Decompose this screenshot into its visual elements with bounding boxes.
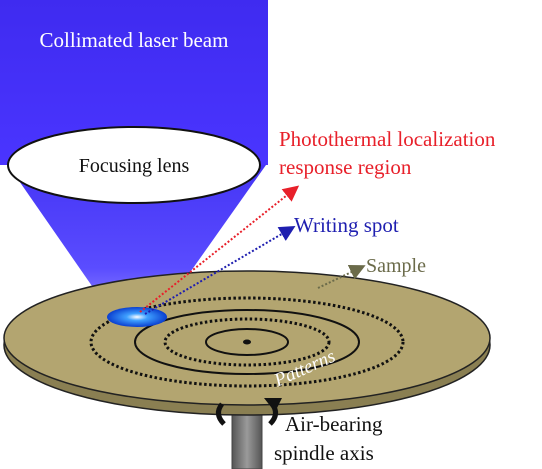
writing-spot-label: Writing spot bbox=[294, 213, 399, 237]
sample-disk: Patterns bbox=[3, 270, 491, 416]
sample-pointer bbox=[317, 264, 366, 289]
focusing-lens bbox=[7, 126, 261, 204]
sample-label: Sample bbox=[366, 255, 426, 277]
spindle-label-line2: spindle axis bbox=[274, 441, 374, 465]
focused-beam-cone bbox=[8, 165, 266, 312]
center-hole bbox=[243, 339, 251, 345]
pattern-ring-4 bbox=[205, 328, 289, 356]
spindle-label-line1: Air-bearing bbox=[285, 412, 383, 436]
pattern-ring-1 bbox=[89, 296, 405, 388]
beam-label: Collimated laser beam bbox=[40, 28, 229, 52]
writing-spot-pointer bbox=[144, 225, 296, 315]
rotation-arrow-icon bbox=[216, 398, 282, 426]
pattern-ring-3 bbox=[163, 317, 331, 367]
photothermal-label-line1: Photothermal localization bbox=[279, 127, 496, 151]
photothermal-pointer bbox=[139, 185, 300, 313]
pattern-ring-2 bbox=[134, 309, 360, 375]
photothermal-label-line2: response region bbox=[279, 155, 412, 179]
lens-label: Focusing lens bbox=[79, 155, 190, 177]
writing-spot-marker bbox=[107, 307, 167, 327]
disk-top bbox=[3, 270, 491, 406]
